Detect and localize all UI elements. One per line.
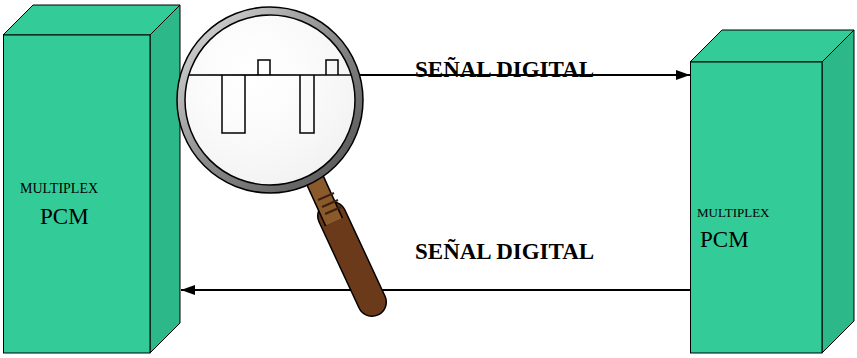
lens-rim [181,11,359,189]
handle-neck-outline [314,178,334,222]
lens-rim-outer [177,7,363,193]
box-subtitle: MULTIPLEX [20,182,98,196]
multiplex-box: MULTIPLEX PCM [690,30,855,354]
signal-label: SEÑAL DIGITAL [415,58,594,81]
box-side-face [822,30,854,353]
handle-outline [332,216,372,302]
signal-label: SEÑAL DIGITAL [415,240,594,263]
handle-ridge [325,207,341,214]
box-subtitle: MULTIPLEX [697,206,769,219]
box-title: PCM [700,228,749,251]
box-title: PCM [40,205,89,228]
box-front-face [691,62,823,353]
multiplex-box: MULTIPLEX PCM [3,5,181,354]
box-outline [3,5,181,354]
handle-ridge [322,200,338,207]
digital-waveform [222,60,338,133]
handle-neck [314,178,334,222]
box-side-face [150,5,180,353]
box-front-face [4,35,151,353]
box-top-face [3,5,180,35]
magnifier-handle [332,216,372,302]
magnifier-lens [184,14,356,186]
lens-rim-inner [185,15,355,185]
handle-ridge [318,193,334,200]
signal-arrow [181,289,690,291]
box-outline [690,30,855,354]
